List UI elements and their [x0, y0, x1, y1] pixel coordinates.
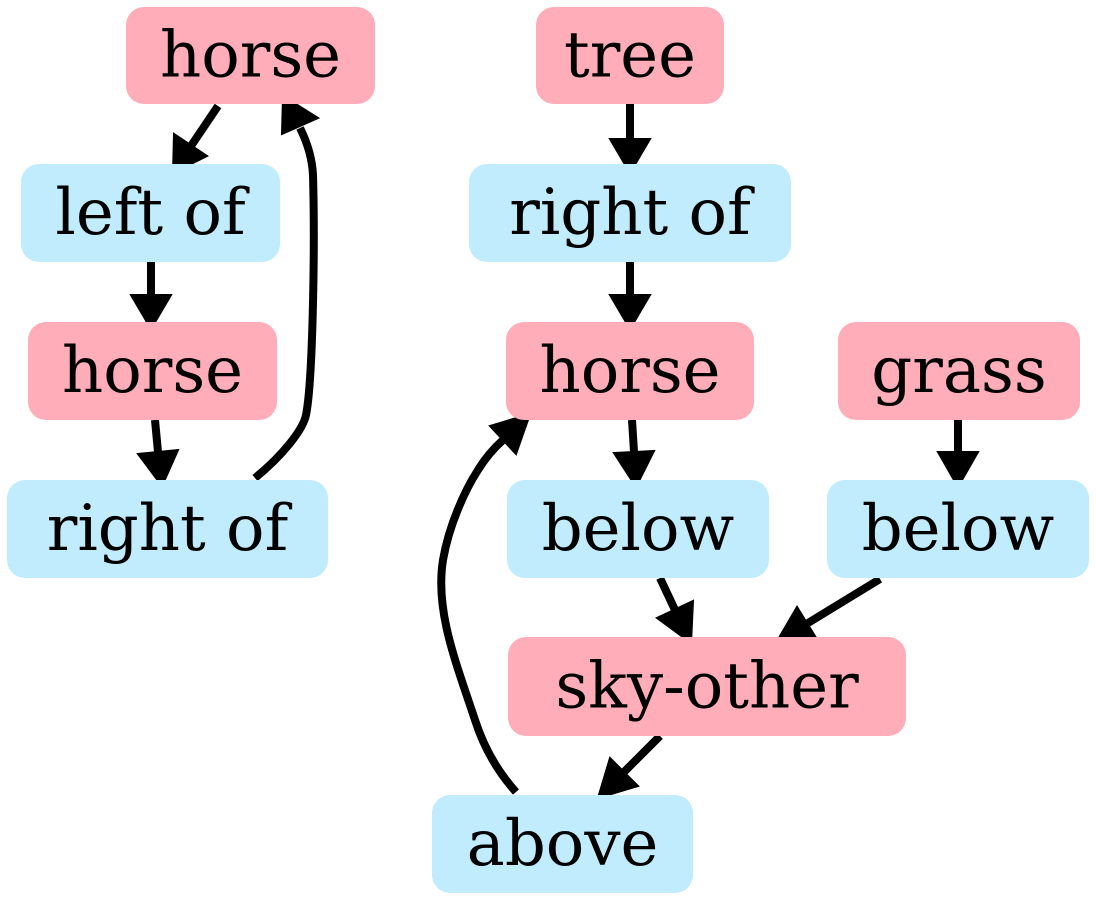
node-box [28, 322, 277, 420]
node-box [469, 164, 791, 262]
node-label: tree [564, 19, 696, 93]
node-horse-center: horse [506, 322, 754, 420]
node-label: horse [62, 334, 243, 408]
node-box [126, 7, 375, 104]
node-label: horse [160, 19, 341, 93]
node-below-right: below [827, 480, 1089, 578]
node-label: right of [509, 176, 755, 250]
node-label: below [542, 492, 735, 566]
edge-below-center-to-sky-other [655, 576, 695, 645]
node-box [507, 480, 769, 578]
node-left-of: left of [21, 164, 280, 262]
edge-tree-to-right-of-center [608, 104, 652, 175]
edge-above-to-horse-center [437, 412, 532, 795]
node-box [508, 637, 906, 736]
node-grass: grass [838, 322, 1080, 420]
node-label: left of [55, 176, 250, 250]
node-box [21, 164, 280, 262]
node-box [432, 795, 693, 893]
node-right-of-center: right of [469, 164, 791, 262]
edge-right-of-left-to-horse-top [252, 94, 321, 482]
node-horse-mid: horse [28, 322, 277, 420]
node-right-of-left: right of [7, 480, 328, 578]
edge-horse-mid-to-right-of-left [136, 419, 180, 488]
node-label: grass [871, 334, 1046, 408]
node-label: sky-other [555, 650, 859, 724]
node-above: above [432, 795, 693, 893]
edges [129, 94, 980, 800]
node-box [536, 7, 724, 104]
node-box [838, 322, 1080, 420]
node-sky-other: sky-other [508, 637, 906, 736]
node-label: above [467, 807, 659, 881]
edge-horse-top-to-left-of [171, 103, 222, 175]
node-box [506, 322, 754, 420]
node-horse-top: horse [126, 7, 375, 104]
node-label: horse [539, 334, 720, 408]
node-label: right of [47, 492, 293, 566]
edge-below-right-to-sky-other [774, 575, 883, 645]
node-tree: tree [536, 7, 724, 104]
edge-horse-center-to-below-center [612, 419, 656, 490]
edge-sky-other-to-above [596, 733, 663, 800]
node-box [827, 480, 1089, 578]
edge-left-of-to-horse-mid [129, 262, 173, 331]
node-box [7, 480, 328, 578]
edge-grass-to-below-right [936, 420, 980, 490]
node-below-center: below [507, 480, 769, 578]
edge-right-of-center-to-horse-center [608, 262, 652, 331]
nodes: horse left of horse right of tree right … [7, 7, 1089, 893]
node-label: below [862, 492, 1055, 566]
